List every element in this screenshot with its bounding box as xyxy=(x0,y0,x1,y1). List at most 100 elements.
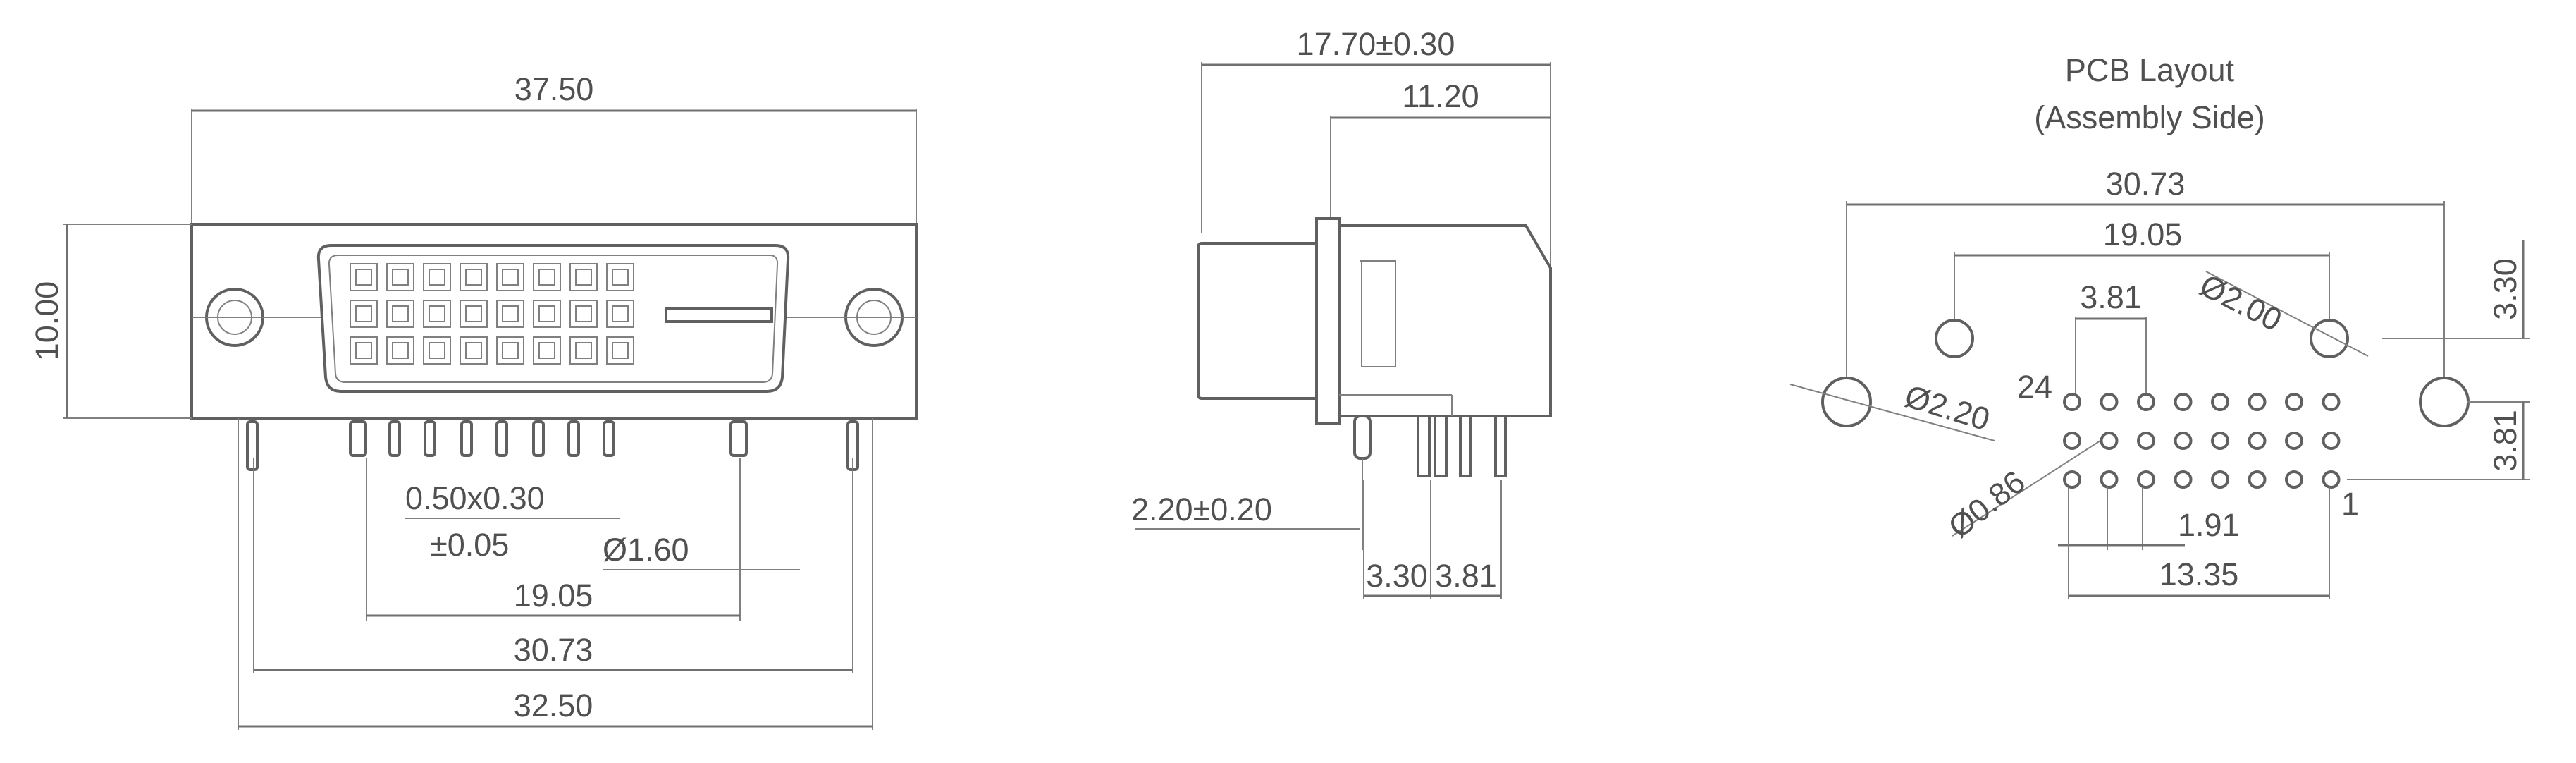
pin-diameter-label: Ø1.60 xyxy=(603,532,689,568)
hole-inner-left xyxy=(1935,319,1974,358)
contact-cell xyxy=(496,300,524,328)
contact-cell xyxy=(606,300,634,328)
front-pin xyxy=(532,420,545,457)
contact-pin xyxy=(355,305,372,322)
vert-offset-top-label: 3.30 xyxy=(2487,258,2523,320)
contact-pin xyxy=(355,269,372,286)
contact-pin xyxy=(429,269,445,286)
contact-cell xyxy=(533,300,561,328)
pitch-a-label: 3.30 xyxy=(1366,558,1428,594)
contact-pin xyxy=(575,269,592,286)
contact-pin xyxy=(612,269,629,286)
front-pin xyxy=(729,420,748,457)
hole-outer-left xyxy=(1821,377,1872,427)
pcb-pad xyxy=(2322,470,2341,489)
pcb-pad xyxy=(2248,470,2267,489)
pcb-pad xyxy=(2285,470,2303,489)
contact-pin xyxy=(502,342,519,359)
pcb-pad xyxy=(2063,470,2081,489)
contact-size-label: 0.50x0.30 xyxy=(405,480,545,516)
contact-pin xyxy=(392,342,409,359)
contact-pin xyxy=(612,342,629,359)
pcb-pad xyxy=(2211,393,2229,411)
contact-pin xyxy=(538,269,555,286)
pcb-pad xyxy=(2137,432,2155,450)
contact-cell xyxy=(533,336,561,365)
pcb-pad xyxy=(2248,393,2267,411)
contact-pin xyxy=(392,269,409,286)
contact-cell xyxy=(496,336,524,365)
pcb-pad xyxy=(2285,432,2303,450)
hole-small-label: Ø2.00 xyxy=(2194,267,2287,338)
pcb-pad xyxy=(2322,432,2341,450)
contact-cell xyxy=(460,336,488,365)
pcb-pad xyxy=(2100,470,2119,489)
hole-inner-right xyxy=(2310,319,2349,358)
contact-cell xyxy=(350,263,378,291)
contact-pin xyxy=(355,342,372,359)
hole-outer-right xyxy=(2419,377,2470,427)
front-pin xyxy=(388,420,401,457)
front-pin xyxy=(349,420,367,457)
front-pin xyxy=(460,420,473,457)
side-pins xyxy=(1353,415,1507,477)
board-width-label: 32.50 xyxy=(514,688,593,724)
pcb-pad xyxy=(2174,393,2193,411)
overall-depth-label: 17.70±0.30 xyxy=(1297,26,1455,62)
contact-cell xyxy=(423,300,451,328)
pcb-layout: PCB Layout (Assembly Side) 30.73 19.05 Ø… xyxy=(1789,52,2530,599)
pcb-pad xyxy=(2100,432,2119,450)
contact-cell xyxy=(569,263,598,291)
pin-span-outer-label: 30.73 xyxy=(514,632,593,668)
shell-front xyxy=(1197,242,1330,400)
pin-last-label: 1 xyxy=(2341,486,2359,522)
contact-cell xyxy=(606,263,634,291)
pcb-pad xyxy=(2322,393,2341,411)
contact-pin xyxy=(575,342,592,359)
pcb-pad xyxy=(2100,393,2119,411)
contact-cell xyxy=(606,336,634,365)
contact-grid xyxy=(350,263,634,365)
contact-cell xyxy=(460,300,488,328)
overall-width-label: 37.50 xyxy=(514,71,594,107)
front-pin xyxy=(424,420,436,457)
body-depth-label: 11.20 xyxy=(1402,78,1479,114)
side-view: 17.70±0.30 11.20 2.20±0.20 3.30 3.8 xyxy=(1131,26,1552,599)
contact-pin xyxy=(502,305,519,322)
pcb-pad xyxy=(2285,393,2303,411)
pin-pitch-label: 1.91 xyxy=(2178,507,2240,543)
pcb-pad xyxy=(2063,432,2081,450)
pcb-layout-title: PCB Layout xyxy=(2065,52,2235,88)
front-view: 37.50 10.00 0.50x0.30 ±0.05 Ø1.60 xyxy=(29,71,918,730)
front-pin xyxy=(495,420,508,457)
contact-pin xyxy=(612,305,629,322)
pitch-b-label: 3.81 xyxy=(1435,558,1497,594)
contact-pin xyxy=(575,305,592,322)
row-pitch-label: 3.81 xyxy=(2080,279,2142,315)
contact-cell xyxy=(423,263,451,291)
standoff-label: 2.20±0.20 xyxy=(1131,492,1272,527)
contact-pin xyxy=(465,269,482,286)
contact-cell xyxy=(569,336,598,365)
contact-cell xyxy=(533,263,561,291)
contact-cell xyxy=(569,300,598,328)
contact-cell xyxy=(386,263,414,291)
contact-cell xyxy=(460,263,488,291)
front-pin xyxy=(567,420,580,457)
pin-span-inner-label: 19.05 xyxy=(514,578,593,614)
contact-pin xyxy=(429,305,445,322)
inner-span-label: 19.05 xyxy=(2103,216,2183,252)
contact-cell xyxy=(496,263,524,291)
pin-first-label: 24 xyxy=(2017,369,2052,405)
pcb-pad xyxy=(2211,432,2229,450)
pcb-pin-grid xyxy=(2063,393,2341,489)
contact-pin xyxy=(502,269,519,286)
contact-cell xyxy=(350,300,378,328)
pad-hole-label: Ø0.86 xyxy=(1942,463,2032,545)
front-pin xyxy=(603,420,615,457)
d-shell xyxy=(316,244,790,393)
contact-pin xyxy=(538,305,555,322)
hole-large-label: Ø2.20 xyxy=(1901,378,1994,438)
pcb-pad xyxy=(2137,470,2155,489)
